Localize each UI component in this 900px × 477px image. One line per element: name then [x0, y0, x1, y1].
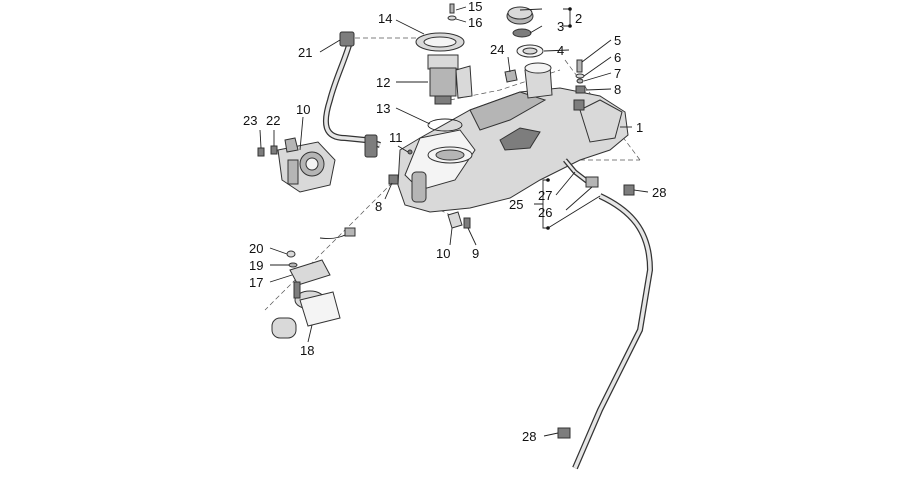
- callout-23: 23: [243, 113, 257, 128]
- fuel-pump-assembly: [415, 3, 473, 132]
- filler-neck: [504, 62, 553, 99]
- callout-3: 3: [557, 19, 564, 34]
- callout-24: 24: [490, 42, 504, 57]
- callout-13: 13: [376, 101, 390, 116]
- callout-8: 8: [614, 82, 621, 97]
- callout-16: 16: [468, 15, 482, 30]
- callout-10: 10: [436, 246, 450, 261]
- callout-10: 10: [296, 102, 310, 117]
- callout-2: 2: [575, 11, 582, 26]
- callout-4: 4: [557, 43, 564, 58]
- callout-25: 25: [509, 197, 523, 212]
- callout-9: 9: [472, 246, 479, 261]
- fuel-tank: [397, 87, 629, 213]
- small-fasteners: [575, 59, 586, 94]
- callout-26: 26: [538, 205, 552, 220]
- callout-28: 28: [652, 185, 666, 200]
- callout-11: 11: [389, 130, 403, 145]
- callout-8: 8: [375, 199, 382, 214]
- fuel-level-sender: [271, 227, 356, 339]
- tank-fasteners: [388, 149, 471, 229]
- callout-14: 14: [378, 11, 392, 26]
- fuel-hose: [322, 31, 381, 158]
- callout-20: 20: [249, 241, 263, 256]
- callout-22: 22: [266, 113, 280, 128]
- callout-5: 5: [614, 33, 621, 48]
- callout-6: 6: [614, 50, 621, 65]
- callout-18: 18: [300, 343, 314, 358]
- callout-15: 15: [468, 0, 482, 14]
- callout-27: 27: [538, 188, 552, 203]
- callout-labels: 1 2 3 4 5 6 7 8 8 9 10 10 11 12 13 14 15…: [243, 0, 666, 444]
- callout-28: 28: [522, 429, 536, 444]
- callout-12: 12: [376, 75, 390, 90]
- leader-lines: [259, 6, 649, 437]
- callout-17: 17: [249, 275, 263, 290]
- callout-7: 7: [614, 66, 621, 81]
- callout-19: 19: [249, 258, 263, 273]
- callout-1: 1: [636, 120, 643, 135]
- throttle-body: [257, 137, 336, 193]
- vent-hose: [557, 158, 654, 470]
- callout-21: 21: [298, 45, 312, 60]
- fuel-cap-assembly: [506, 6, 544, 58]
